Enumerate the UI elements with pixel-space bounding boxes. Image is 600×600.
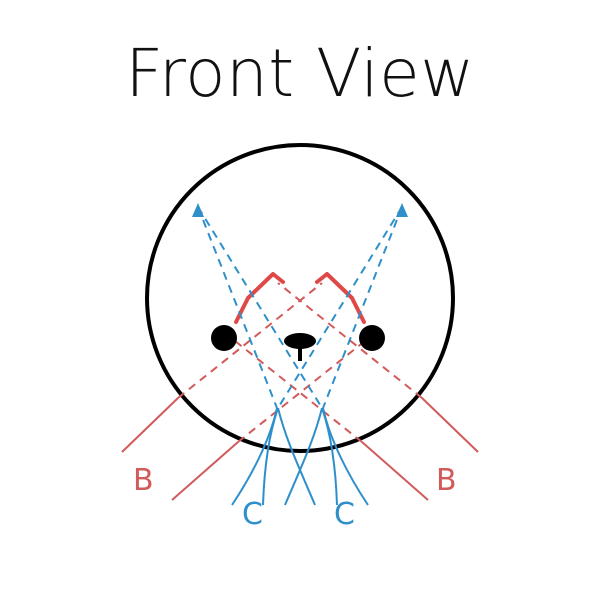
left-eye-icon — [211, 325, 237, 351]
left-c-arrowhead-icon — [192, 203, 204, 217]
left-b-dashed-lower-line — [237, 332, 376, 443]
right-b-dashed-lower-line — [224, 332, 363, 443]
left-c-dashed-outer-line — [197, 206, 278, 409]
page-title: Front View — [125, 35, 475, 112]
right-c-solid-inner-line — [262, 407, 279, 506]
left-c-label: C — [242, 497, 263, 532]
right-c-dashed-inner-line — [277, 206, 403, 409]
left-brow-line — [234, 272, 285, 324]
right-b-solid-line — [421, 397, 479, 453]
center-c-cross-right-line — [284, 407, 323, 506]
left-c-solid-inner-line — [321, 407, 338, 506]
head-outline — [145, 143, 455, 453]
right-c-solid-outer-line — [322, 407, 369, 506]
right-c-dashed-outer-line — [322, 206, 403, 409]
right-c-arrowhead-icon — [396, 203, 408, 217]
right-eye-icon — [359, 325, 385, 351]
right-b-label: B — [436, 463, 457, 498]
right-b-dashed-line — [277, 282, 423, 399]
left-b-solid-line — [121, 397, 179, 453]
right-b-solid-lower-line — [361, 441, 429, 501]
left-b-dashed-line — [177, 282, 323, 399]
right-brow-line — [315, 272, 366, 324]
center-c-cross-left-line — [277, 407, 316, 506]
right-c-label: C — [334, 497, 355, 532]
nose-icon — [284, 333, 316, 361]
left-c-solid-outer-line — [231, 407, 278, 506]
left-b-solid-lower-line — [171, 441, 239, 501]
left-c-dashed-inner-line — [197, 206, 323, 409]
left-b-label: B — [133, 463, 154, 498]
